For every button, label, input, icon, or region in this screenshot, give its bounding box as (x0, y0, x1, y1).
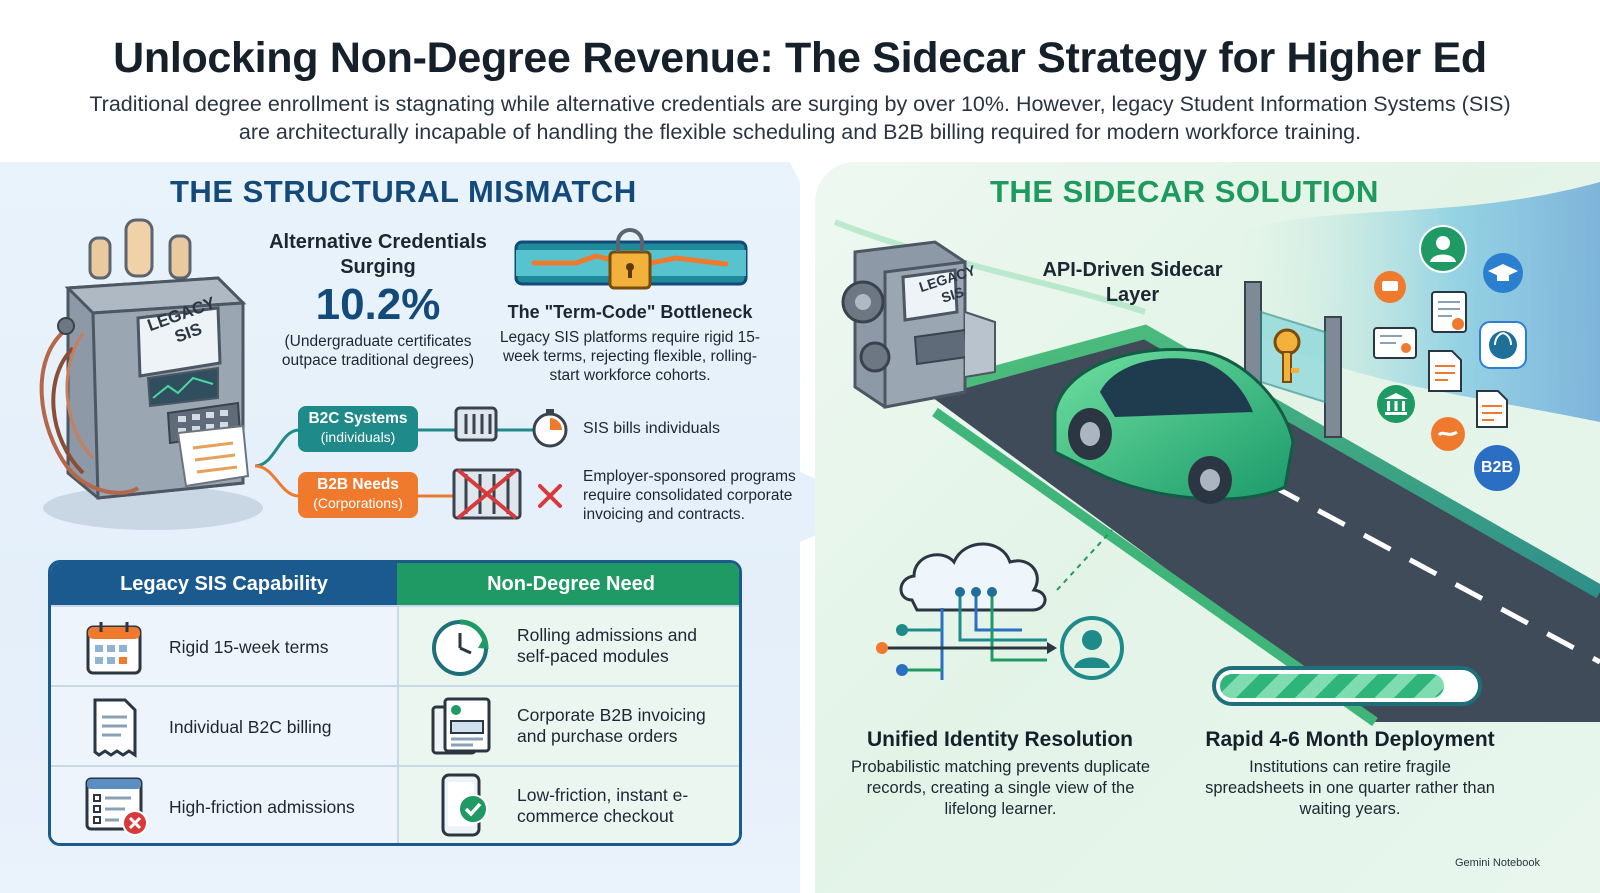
watermark: Gemini Notebook (1455, 857, 1540, 869)
b2c-systems-pill: B2C Systems (individuals) (298, 406, 418, 452)
cell-text: Low-friction, instant e-commerce checkou… (517, 785, 689, 826)
table-cell-need: Low-friction, instant e-commerce checkou… (397, 767, 739, 843)
section-title-mismatch: THE STRUCTURAL MISMATCH (170, 174, 637, 209)
bottleneck-description: Legacy SIS platforms require rigid 15-we… (499, 329, 761, 384)
b2b-badge: B2B (1474, 445, 1520, 491)
cell-text: Individual B2C billing (169, 717, 332, 737)
b2b-sub: (Corporations) (313, 495, 403, 511)
deployment-progress-fill (1220, 674, 1444, 698)
report-icon (1476, 390, 1508, 428)
identity-description: Probabilistic matching prevents duplicat… (851, 758, 1150, 818)
graduation-cap-icon (1483, 253, 1523, 293)
bottleneck-title: The "Term-Code" Bottleneck (507, 302, 753, 322)
page-title: Unlocking Non-Degree Revenue: The Sideca… (113, 34, 1487, 82)
form-error-icon (85, 777, 148, 836)
legacy-sis-machine-icon (39, 218, 263, 530)
cell-text: Rolling admissions and self-paced module… (517, 625, 697, 666)
deployment-description: Institutions can retire fragile spreadsh… (1205, 758, 1495, 818)
clock-refresh-icon (432, 619, 489, 676)
stopwatch-icon (532, 409, 568, 448)
red-x-icon (538, 484, 562, 508)
table-row: Rigid 15-week terms Rolling admissions a… (51, 605, 739, 687)
gate-blocked-icon (452, 468, 522, 520)
b2b-description: Employer-sponsored programs require cons… (583, 468, 796, 523)
b2c-sub: (individuals) (320, 429, 396, 445)
gate-open-icon (454, 406, 498, 442)
b2c-title: B2C Systems (308, 410, 408, 427)
invoice-icon (431, 697, 491, 755)
cloud-identity-diagram (876, 529, 1124, 680)
table-cell-need: Corporate B2B invoicing and purchase ord… (397, 687, 739, 767)
comparison-table: Legacy SIS Capability Non-Degree Need Ri… (48, 560, 742, 846)
document-icon (1428, 350, 1462, 392)
calendar-icon (86, 622, 142, 675)
laurel-badge-icon (1479, 321, 1527, 369)
page-subtitle: Traditional degree enrollment is stagnat… (89, 92, 1511, 144)
b2b-badge-label: B2B (1480, 459, 1513, 476)
b2b-needs-pill: B2B Needs (Corporations) (298, 472, 418, 518)
api-sidecar-label: API-Driven Sidecar Layer (1042, 259, 1223, 306)
cell-text: High-friction admissions (169, 797, 355, 817)
stat-value: 10.2% (315, 280, 441, 329)
header: Unlocking Non-Degree Revenue: The Sideca… (0, 0, 1600, 160)
table-cell-legacy: High-friction admissions (51, 767, 397, 843)
user-avatar-icon (1419, 225, 1467, 273)
billing-connector-lines (254, 428, 533, 498)
table-cell-legacy: Rigid 15-week terms (51, 607, 397, 687)
phone-check-icon (441, 773, 488, 837)
deployment-progress-bar (1212, 666, 1482, 706)
b2b-title: B2B Needs (317, 476, 399, 493)
receipt-icon (93, 698, 137, 758)
table-cell-need: Rolling admissions and self-paced module… (397, 607, 739, 687)
cell-text: Corporate B2B invoicing and purchase ord… (517, 705, 706, 746)
cell-text: Rigid 15-week terms (169, 637, 329, 657)
stat-label: Alternative Credentials Surging (269, 231, 487, 278)
table-cell-legacy: Individual B2C billing (51, 687, 397, 767)
table-header-legacy: Legacy SIS Capability (51, 563, 397, 605)
diploma-icon (1373, 327, 1417, 359)
table-header-need: Non-Degree Need (397, 563, 739, 605)
table-row: Individual B2C billing Corporate B2B inv… (51, 685, 739, 767)
institution-icon (1377, 385, 1415, 423)
chat-bubble-icon (1374, 271, 1406, 303)
identity-title: Unified Identity Resolution (867, 728, 1133, 751)
handshake-icon (1431, 417, 1465, 451)
deployment-title: Rapid 4-6 Month Deployment (1205, 728, 1495, 751)
b2c-description: SIS bills individuals (583, 420, 720, 437)
section-title-sidecar: THE SIDECAR SOLUTION (990, 174, 1379, 209)
table-row: High-friction admissions Low-friction, i… (51, 765, 739, 843)
stat-note: (Undergraduate certificates outpace trad… (281, 333, 475, 369)
pipe-lock-icon (514, 228, 748, 290)
certificate-icon (1431, 291, 1467, 333)
